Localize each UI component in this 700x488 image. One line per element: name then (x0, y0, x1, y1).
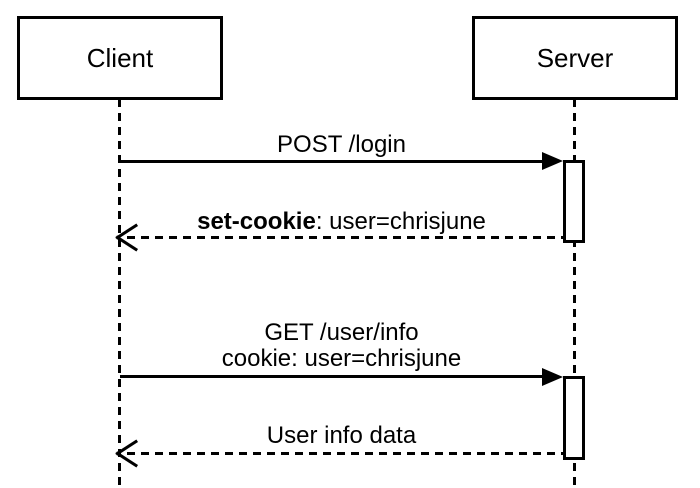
lifeline-client (118, 99, 121, 488)
actor-box-server: Server (472, 16, 678, 100)
message-label-post-login: POST /login (277, 131, 406, 158)
message-label-get-user-info: GET /user/info cookie: user=chrisjune (120, 320, 563, 372)
message-line-set-cookie (127, 236, 563, 239)
message-line-post-login (120, 160, 543, 163)
filled-arrowhead-icon (542, 368, 563, 386)
message-line-get-user-info (120, 375, 543, 378)
activation-bar-server-1 (563, 160, 585, 243)
message-label-set-cookie-bold: set-cookie (197, 208, 316, 235)
message-label-set-cookie: set-cookie: user=chrisjune (120, 209, 563, 235)
message-line-user-info-data (127, 452, 563, 455)
filled-arrowhead-icon (542, 152, 563, 170)
actor-label-server: Server (536, 42, 614, 73)
message-label-get-user-info-line1: GET /user/info (264, 319, 419, 346)
actor-label-client: Client (86, 42, 154, 73)
activation-bar-server-2 (563, 376, 585, 460)
actor-box-client: Client (17, 16, 223, 100)
message-label-get-user-info-line2: cookie: user=chrisjune (221, 345, 462, 372)
message-label-set-cookie-rest: : user=chrisjune (315, 208, 486, 235)
message-label-user-info-data: User info data (266, 422, 417, 449)
lifeline-server (573, 99, 576, 488)
